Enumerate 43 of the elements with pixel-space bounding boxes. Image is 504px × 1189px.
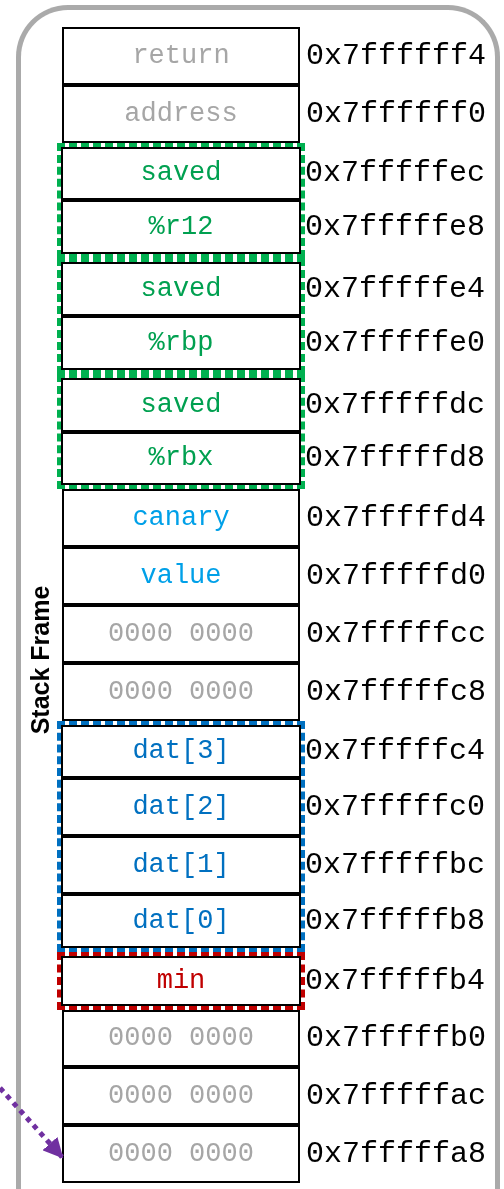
address-label: 0x7fffffb8 — [305, 903, 486, 938]
address-label: 0x7fffffe0 — [305, 325, 486, 360]
address-label: 0x7fffffd4 — [306, 501, 487, 536]
cell-value: %rbx — [148, 443, 214, 474]
cell-value: min — [156, 965, 206, 996]
stack-frame-border — [16, 5, 500, 1189]
cell-value: address — [124, 98, 238, 129]
frame-label: Stack Frame — [25, 585, 55, 735]
address-label: 0x7fffffc0 — [305, 790, 486, 825]
cell-value: dat[0] — [132, 905, 230, 936]
cell-value: dat[1] — [132, 850, 230, 881]
address-label: 0x7fffffc8 — [306, 674, 487, 709]
address-label: 0x7fffffb4 — [305, 963, 486, 998]
address-label: 0x7fffffd0 — [306, 559, 487, 594]
address-label: 0x7fffffe4 — [305, 272, 486, 307]
cell-value: 0000 0000 — [108, 1139, 254, 1170]
cell-value: dat[3] — [132, 736, 230, 767]
address-label: 0x7fffffdc — [305, 387, 486, 422]
cell-value: saved — [140, 158, 222, 189]
address-label: 0x7fffffb0 — [306, 1021, 487, 1056]
cell-value: 0000 0000 — [108, 1023, 254, 1054]
cell-value: 0000 0000 — [108, 1081, 254, 1112]
address-label: 0x7fffffac — [306, 1079, 487, 1114]
address-label: 0x7fffffe8 — [305, 210, 486, 245]
address-label: 0x7fffffd8 — [305, 441, 486, 476]
cell-value: saved — [140, 389, 222, 420]
cell-value: 0000 0000 — [108, 676, 254, 707]
address-label: 0x7fffffa8 — [306, 1137, 487, 1172]
address-label: 0x7ffffff0 — [306, 96, 487, 131]
cell-value: %rbp — [148, 327, 214, 358]
cell-value: %r12 — [148, 212, 214, 243]
dotted-arrow — [0, 1086, 64, 1159]
address-label: 0x7fffffc4 — [305, 734, 486, 769]
cell-value: dat[2] — [132, 792, 230, 823]
address-label: 0x7fffffbc — [305, 848, 486, 883]
cell-value: saved — [140, 274, 222, 305]
cell-value: canary — [132, 503, 230, 534]
cell-value: 0000 0000 — [108, 618, 254, 649]
address-label: 0x7fffffcc — [306, 616, 487, 651]
address-label: 0x7ffffff4 — [306, 38, 487, 73]
address-label: 0x7fffffec — [305, 156, 486, 191]
cell-value: value — [140, 561, 222, 592]
cell-value: return — [132, 40, 230, 71]
